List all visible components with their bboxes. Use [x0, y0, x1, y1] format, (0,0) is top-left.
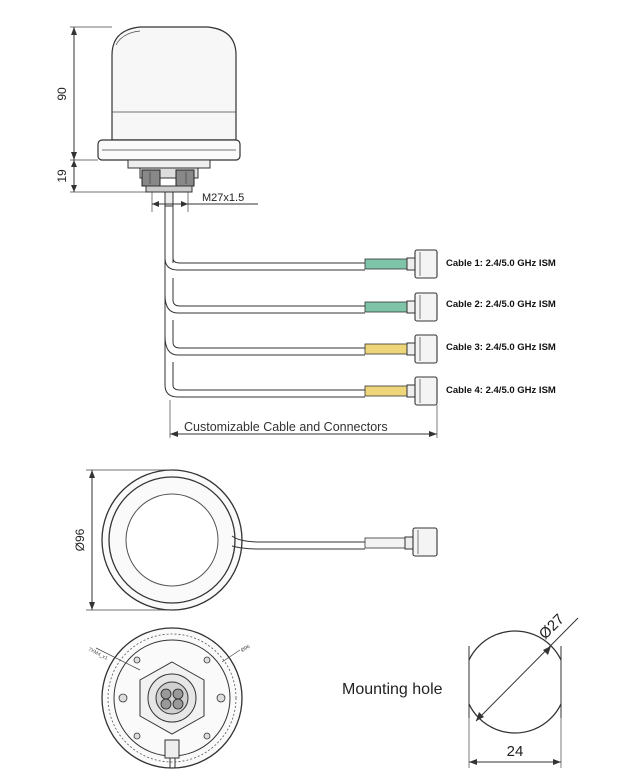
cable-4-label: Cable 4: 2.4/5.0 GHz ISM — [446, 385, 556, 396]
cable-4-sleeve — [364, 385, 408, 397]
mounting-hole-view: Mounting hole Ø27 24 — [342, 611, 579, 768]
dim-cable-length: Customizable Cable and Connectors — [184, 420, 388, 434]
cable-3-sleeve — [364, 343, 408, 355]
bottom-view: 7XM4_x1 Ø96 — [87, 627, 251, 769]
cable-2: Cable 2: 2.4/5.0 GHz ISM — [164, 278, 556, 322]
cable-1: Cable 1: 2.4/5.0 GHz ISM — [164, 249, 556, 279]
cable-assembly: Cable 1: 2.4/5.0 GHz ISM Cable 2: 2.4/5.… — [164, 249, 556, 438]
cable-3: Cable 3: 2.4/5.0 GHz ISM — [164, 320, 556, 364]
dim-base-height: 19 — [55, 169, 69, 183]
top-view-connector — [412, 527, 438, 557]
cable-3-connector — [414, 334, 438, 364]
mounting-hole-label: Mounting hole — [342, 681, 443, 698]
cable-4-connector — [414, 376, 438, 406]
antenna-dome — [111, 26, 237, 141]
bottom-small-right-label: Ø96 — [240, 644, 251, 654]
cable-4: Cable 4: 2.4/5.0 GHz ISM — [164, 362, 556, 406]
dim-thread: M27x1.5 — [202, 192, 244, 204]
mount-nut — [127, 159, 211, 169]
top-view-dome — [125, 493, 219, 587]
cable-2-label: Cable 2: 2.4/5.0 GHz ISM — [446, 299, 556, 310]
dim-height-total: 90 — [55, 87, 69, 101]
side-view: 90 19 M27x1.5 — [55, 26, 258, 258]
cable-1-connector — [414, 249, 438, 279]
dim-mount-width: 24 — [507, 743, 524, 760]
cable-1-label: Cable 1: 2.4/5.0 GHz ISM — [446, 258, 556, 269]
cable-1-sleeve — [364, 258, 408, 270]
cable-2-sleeve — [364, 301, 408, 313]
dim-diameter-top: Ø96 — [73, 528, 87, 551]
cable-3-label: Cable 3: 2.4/5.0 GHz ISM — [446, 342, 556, 353]
top-view: Ø96 — [73, 469, 438, 611]
cable-2-connector — [414, 292, 438, 322]
